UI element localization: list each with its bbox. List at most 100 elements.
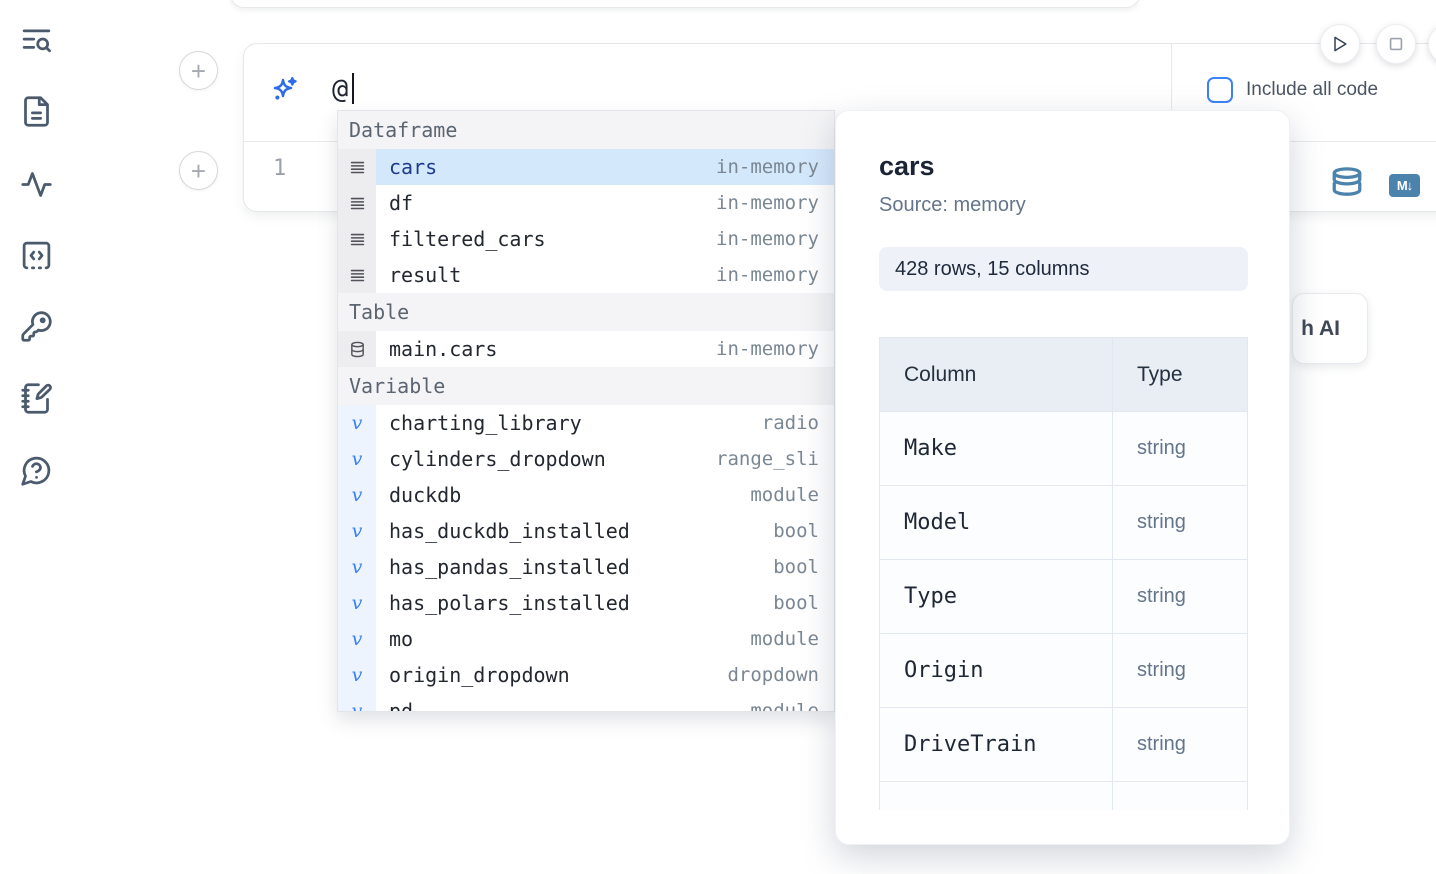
schema-row: DriveTrain string [879, 707, 1248, 782]
column-name: Origin [904, 658, 984, 683]
sidebar-code-snippets-icon[interactable] [18, 237, 54, 273]
schema-header-column: Column [879, 337, 1113, 412]
preview-title: cars [879, 151, 935, 181]
sidebar-key-icon[interactable] [18, 308, 54, 344]
variable-kind-icon: v [338, 621, 376, 657]
variable-kind-icon: v [338, 693, 376, 711]
column-name: DriveTrain [904, 732, 1037, 757]
completion-item[interactable]: v has_duckdb_installed bool [338, 513, 834, 549]
completion-item-detail: radio [761, 412, 819, 434]
dataframe-kind-icon [338, 221, 376, 257]
include-all-code-label: Include all code [1246, 79, 1379, 100]
dataframe-kind-icon [338, 257, 376, 293]
completion-item[interactable]: df in-memory [338, 185, 834, 221]
schema-row: Model string [879, 485, 1248, 560]
schema-row [879, 781, 1248, 810]
variable-kind-icon: v [338, 477, 376, 513]
schema-header-type: Type [1112, 337, 1248, 412]
completion-item-detail: in-memory [716, 156, 819, 178]
completion-item[interactable]: cars in-memory [338, 149, 834, 185]
completion-item-detail: in-memory [716, 338, 819, 360]
completion-preview-panel: cars Source: memory 428 rows, 15 columns… [835, 110, 1290, 845]
completion-item-detail: module [750, 628, 819, 650]
completion-item[interactable]: v origin_dropdown dropdown [338, 657, 834, 693]
completion-item-name: has_pandas_installed [389, 555, 630, 579]
previous-cell-edge [230, 0, 1140, 8]
completion-item-name: main.cars [389, 337, 498, 361]
variable-kind-icon: v [338, 585, 376, 621]
completion-item-detail: dropdown [727, 664, 819, 686]
completion-item-name: result [389, 263, 462, 287]
column-type: string [1137, 585, 1186, 607]
completion-item-name: cylinders_dropdown [389, 447, 606, 471]
sidebar-help-chat-icon[interactable] [18, 452, 54, 488]
completion-item-detail: range_sli [716, 448, 819, 470]
column-type: string [1137, 511, 1186, 533]
sidebar-activity-icon[interactable] [18, 166, 54, 202]
completion-item[interactable]: v has_polars_installed bool [338, 585, 834, 621]
sidebar-list-search-icon[interactable] [18, 22, 54, 58]
completion-popup: Dataframe cars in-memory df in-memory filtere… [337, 110, 835, 712]
completion-item-detail: bool [773, 520, 819, 542]
completion-item-name: has_duckdb_installed [389, 519, 630, 543]
completion-item[interactable]: main.cars in-memory [338, 331, 834, 367]
table-kind-icon [338, 331, 376, 367]
sidebar-file-text-icon[interactable] [18, 93, 54, 129]
line-number: 1 [273, 156, 287, 181]
dataframe-kind-icon [338, 185, 376, 221]
variable-kind-icon: v [338, 513, 376, 549]
completion-item-name: duckdb [389, 483, 462, 507]
completion-section-header: Table [338, 293, 834, 331]
completion-item-name: mo [389, 627, 414, 651]
sidebar-notebook-pen-icon[interactable] [18, 380, 54, 416]
schema-row: Make string [879, 411, 1248, 486]
completion-section-header: Variable [338, 367, 834, 405]
completion-item-detail: in-memory [716, 192, 819, 214]
add-cell-button-bottom[interactable]: + [179, 151, 218, 190]
column-name: Model [904, 510, 971, 535]
cell-divider-vertical [1171, 44, 1172, 141]
variable-kind-icon: v [338, 441, 376, 477]
completion-item-name: pd [389, 699, 414, 712]
add-cell-button-top[interactable]: + [179, 51, 218, 90]
completion-item-name: origin_dropdown [389, 663, 570, 687]
completion-item[interactable]: result in-memory [338, 257, 834, 293]
completion-item-name: has_polars_installed [389, 591, 630, 615]
completion-item-name: df [389, 191, 414, 215]
shape-badge: 428 rows, 15 columns [879, 247, 1248, 291]
variable-kind-icon: v [338, 657, 376, 693]
column-type: string [1137, 437, 1186, 459]
completion-item-name: cars [389, 155, 438, 179]
completion-section-header: Dataframe [338, 111, 834, 149]
completion-item-detail: in-memory [716, 264, 819, 286]
completion-item-detail: bool [773, 556, 819, 578]
markdown-icon[interactable]: M↓ [1389, 174, 1420, 197]
stop-cell-button[interactable] [1376, 24, 1416, 64]
column-name: Make [904, 436, 957, 461]
completion-item-detail: module [750, 700, 819, 712]
dataframe-explorer-icon[interactable] [1330, 166, 1364, 205]
generate-ai-button[interactable]: h AI [1292, 293, 1368, 364]
completion-item[interactable]: v cylinders_dropdown range_sli [338, 441, 834, 477]
column-type: string [1137, 733, 1186, 755]
variable-kind-icon: v [338, 405, 376, 441]
completion-item-detail: module [750, 484, 819, 506]
completion-item-detail: bool [773, 592, 819, 614]
completion-item-name: filtered_cars [389, 227, 546, 251]
preview-source: Source: memory [879, 194, 1026, 216]
ai-prompt-input[interactable]: @ [332, 74, 349, 105]
run-cell-button[interactable] [1320, 24, 1360, 64]
include-all-code-checkbox[interactable] [1207, 77, 1233, 103]
dataframe-kind-icon [338, 149, 376, 185]
